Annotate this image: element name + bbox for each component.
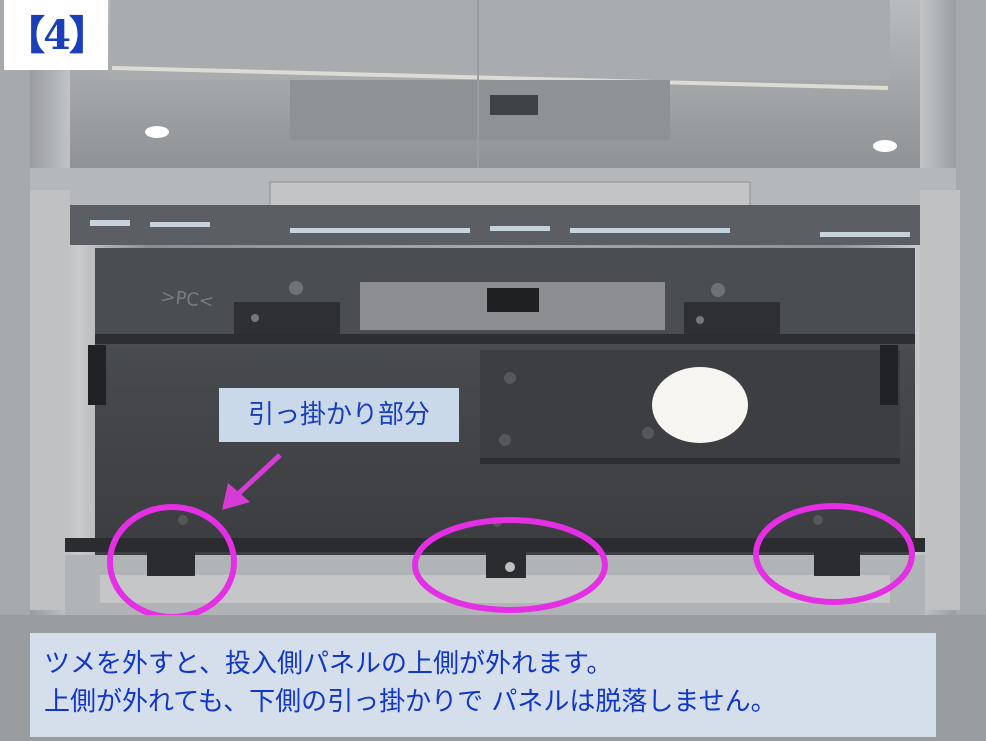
hook-highlight-circles — [107, 503, 915, 620]
hook-part-callout: 引っ掛かり部分 — [219, 388, 459, 442]
instruction-caption: ツメを外すと、投入側パネルの上側が外れます。 上側が外れても、下側の引っ掛かりで… — [30, 633, 936, 737]
caption-line-1: ツメを外すと、投入側パネルの上側が外れます。 — [44, 649, 613, 679]
step-number-label: 【4】 — [4, 0, 109, 70]
caption-line-2: 上側が外れても、下側の引っ掛かりで パネルは脱落しません。 — [44, 687, 777, 717]
hook-circle-right — [753, 503, 915, 605]
callout-arrow — [222, 453, 282, 510]
hook-circle-center — [412, 517, 608, 613]
